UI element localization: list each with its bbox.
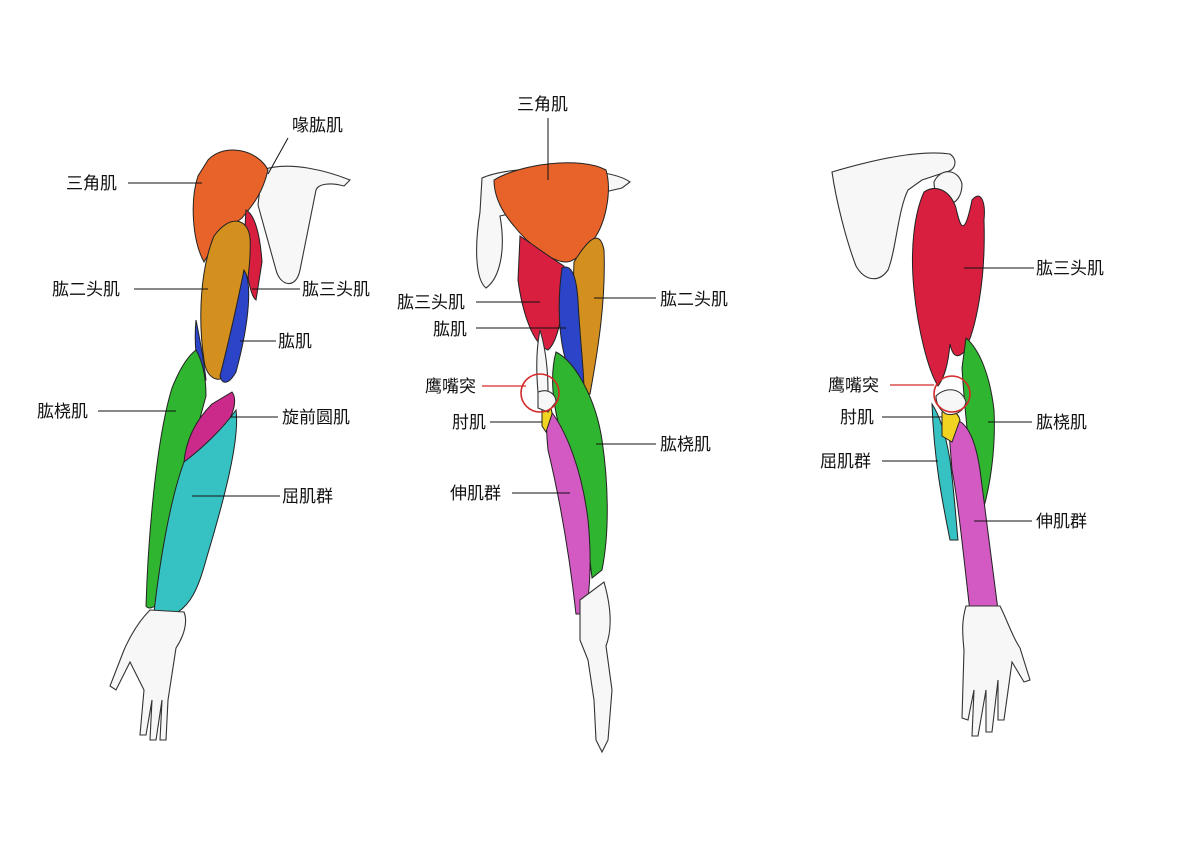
figure-front-view: [109, 149, 351, 741]
brachialis-muscle: [558, 266, 585, 392]
label-brachialis-f2: 肱肌: [433, 320, 467, 340]
deltoid-muscle: [192, 149, 269, 264]
label-brachioradialis-f1: 肱桡肌: [37, 402, 88, 422]
olecranon-highlight-circle: [933, 375, 971, 413]
figure2-annotations: 三角肌 肱三头肌 肱二头肌 肱肌 鹰嘴突 肘肌 肱桡肌 伸肌群: [397, 95, 728, 504]
label-brachialis-f1: 肱肌: [278, 332, 312, 352]
brachialis-muscle: [219, 268, 250, 383]
hand-bones: [109, 609, 187, 741]
scapula-bone: [257, 165, 351, 285]
label-olecranon-f3: 鹰嘴突: [828, 376, 879, 396]
figure-back-view: [831, 152, 1031, 737]
label-olecranon-f2: 鹰嘴突: [425, 377, 476, 397]
olecranon-bone: [935, 389, 967, 416]
label-extensors-f3: 伸肌群: [1036, 512, 1087, 532]
triceps-muscle: [517, 235, 565, 351]
brachioradialis-muscle: [961, 337, 995, 521]
label-brachioradialis-f3: 肱桡肌: [1036, 413, 1087, 433]
label-flexors-f3: 屈肌群: [820, 452, 871, 472]
figure1-annotations: 喙肱肌 三角肌 肱二头肌 肱三头肌 肱肌 肱桡肌 旋前圆肌 屈肌群: [37, 116, 370, 507]
label-coracobrachialis: 喙肱肌: [292, 116, 343, 136]
figure3-annotations: 肱三头肌 鹰嘴突 肘肌 肱桡肌 屈肌群 伸肌群: [820, 259, 1104, 532]
label-anconeus-f2: 肘肌: [452, 413, 486, 433]
hand-bones: [961, 605, 1031, 737]
label-extensors-f2: 伸肌群: [450, 484, 501, 504]
label-anconeus-f3: 肘肌: [840, 408, 874, 428]
label-pronator: 旋前圆肌: [282, 408, 350, 428]
extensor-group-muscle: [947, 418, 999, 613]
label-brachioradialis-f2: 肱桡肌: [660, 435, 711, 455]
label-biceps-f1: 肱二头肌: [52, 280, 120, 300]
label-triceps-f2: 肱三头肌: [397, 293, 465, 313]
label-flexors-f1: 屈肌群: [282, 487, 333, 507]
label-triceps-f1: 肱三头肌: [302, 280, 370, 300]
hand-bones: [579, 581, 613, 754]
figure-side-view: [476, 162, 631, 754]
olecranon-highlight-circle: [520, 373, 560, 413]
label-biceps-f2: 肱二头肌: [660, 290, 728, 310]
olecranon-bone: [537, 390, 557, 413]
label-triceps-f3: 肱三头肌: [1036, 259, 1104, 279]
label-deltoid-f1: 三角肌: [66, 174, 117, 194]
scapula-bone: [831, 152, 956, 280]
label-deltoid-f2: 三角肌: [517, 95, 568, 115]
